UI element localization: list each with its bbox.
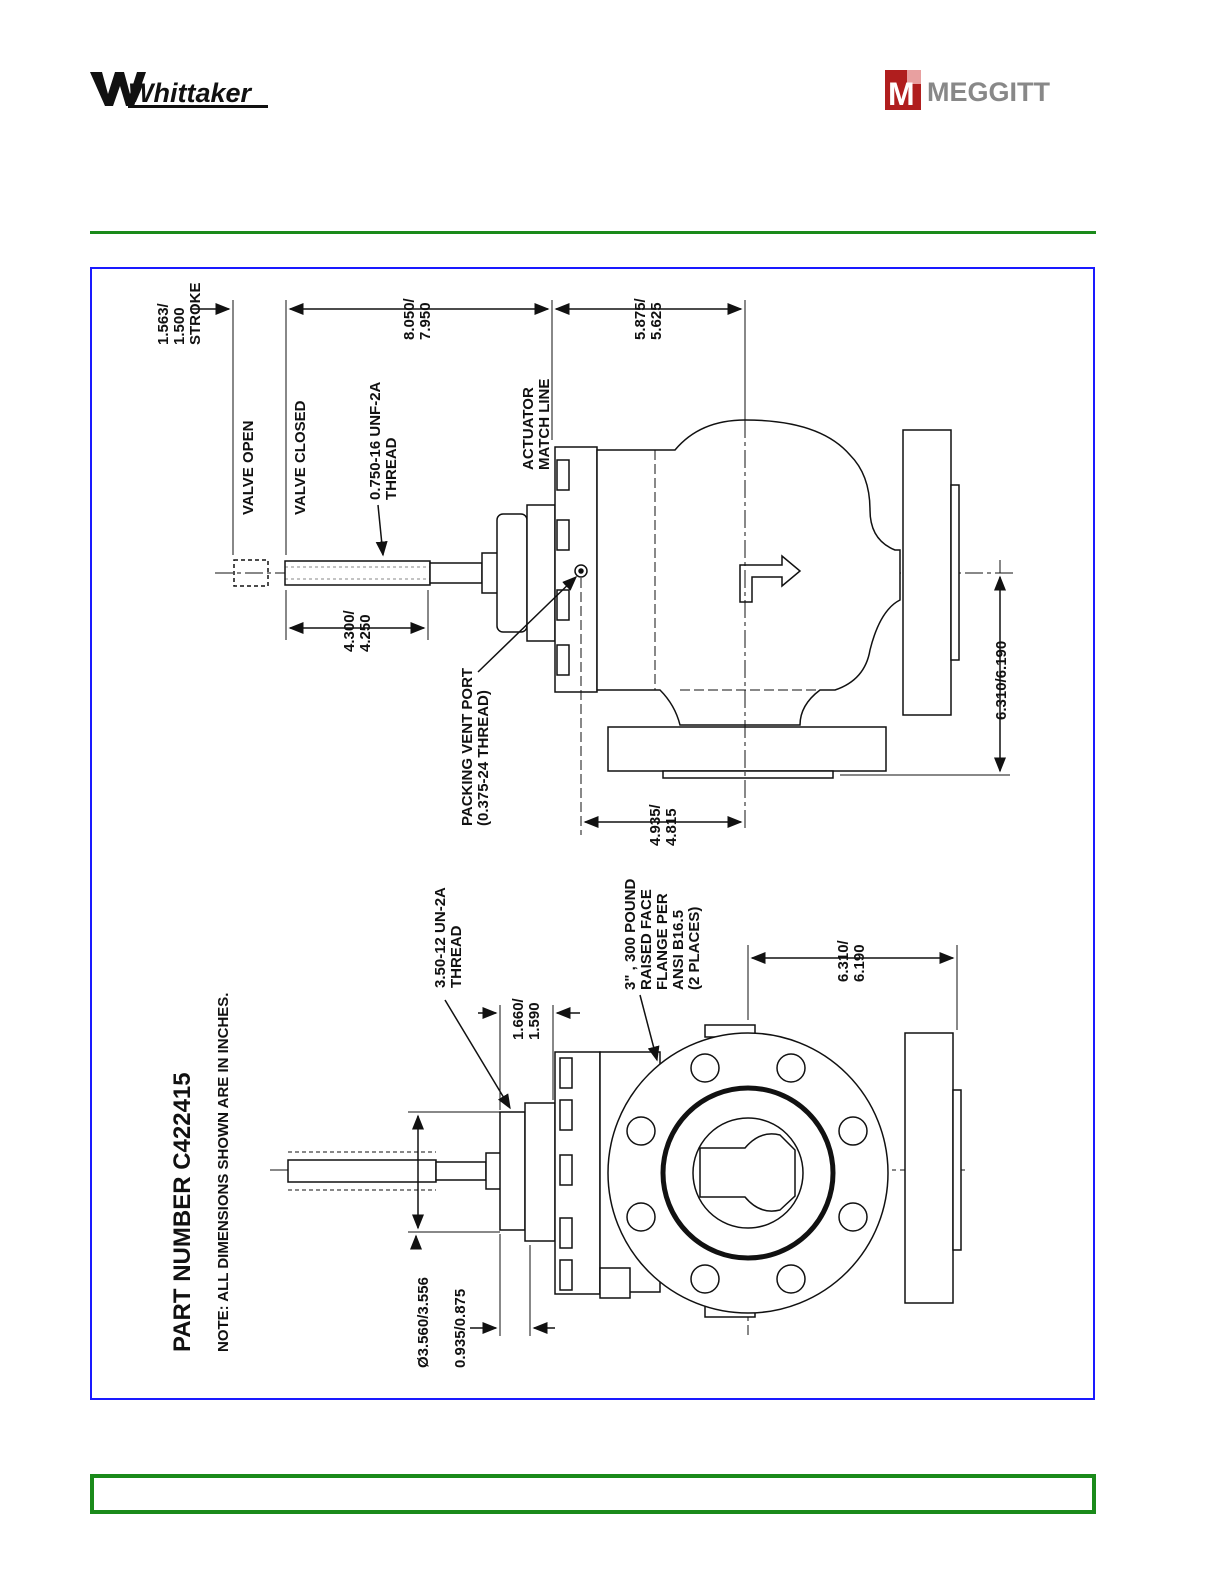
label-dim-6310-b2: 6.190 — [851, 944, 868, 982]
outlet-flange — [902, 429, 952, 716]
bolt-hole — [776, 1053, 806, 1083]
label-dim-4300-2: 4.250 — [357, 614, 374, 652]
label-un-thread-1: 3.50-12 UN-2A — [432, 887, 449, 988]
label-dim-0935: 0.935/0.875 — [452, 1289, 469, 1368]
flow-direction-arrow — [739, 554, 802, 603]
label-un-thread-2: THREAD — [448, 925, 465, 988]
bolt-hole — [626, 1202, 656, 1232]
meggitt-logo: M MEGGITT — [885, 70, 1050, 112]
label-dim-1660-2: 1.590 — [526, 1002, 543, 1040]
bolt-hole — [690, 1264, 720, 1294]
label-stem-thread-2: THREAD — [383, 437, 400, 500]
label-stem-thread-1: 0.750-16 UNF-2A — [367, 381, 384, 500]
label-flange-3: FLANGE PER — [654, 893, 671, 990]
footer-bar — [90, 1474, 1096, 1514]
label-stroke-3: STROKE — [187, 282, 204, 345]
whittaker-w-mark — [90, 72, 146, 106]
bolt-hole — [626, 1116, 656, 1146]
label-stroke-1: 1.563/ — [155, 302, 172, 345]
label-actuator-2: MATCH LINE — [536, 379, 553, 470]
label-flange-1: 3" , 300 POUND — [622, 879, 639, 990]
label-packing-1: PACKING VENT PORT — [459, 668, 476, 826]
bolt-hole — [690, 1053, 720, 1083]
label-dim-4935-2: 4.815 — [663, 808, 680, 846]
label-stroke-2: 1.500 — [171, 307, 188, 345]
packing-vent-port-mark — [574, 564, 588, 578]
end-view-bonnet-thread — [499, 1111, 526, 1231]
label-dia-3560: Ø3.560/3.556 — [415, 1277, 432, 1368]
label-dim-6310-b1: 6.310/ — [835, 939, 852, 982]
label-dim-4935-1: 4.935/ — [647, 803, 664, 846]
header-divider — [90, 231, 1096, 234]
end-view-outlet-flange — [904, 1032, 954, 1304]
bolt-hole — [776, 1264, 806, 1294]
label-actuator-1: ACTUATOR — [520, 387, 537, 470]
label-packing-2: (0.375-24 THREAD) — [475, 690, 492, 826]
bolt-hole — [838, 1116, 868, 1146]
part-number-title: PART NUMBER C422415 — [169, 1072, 196, 1352]
label-valve-closed: VALVE CLOSED — [292, 400, 309, 515]
meggitt-mark-letter: M — [888, 76, 915, 112]
valve-stem — [284, 560, 431, 586]
dimensions-note: NOTE: ALL DIMENSIONS SHOWN ARE IN INCHES… — [215, 993, 232, 1352]
meggitt-wordmark: MEGGITT — [927, 77, 1050, 107]
label-dim-4300-1: 4.300/ — [341, 609, 358, 652]
stem-open-position — [233, 559, 269, 587]
label-flange-4: ANSI B16.5 — [670, 910, 687, 990]
whittaker-logo: Whittaker — [90, 72, 268, 108]
label-dim-5875-1: 5.875/ — [632, 297, 649, 340]
whittaker-wordmark: Whittaker — [128, 78, 253, 108]
label-dim-1660-1: 1.660/ — [510, 997, 527, 1040]
bolt-hole — [838, 1202, 868, 1232]
bonnet-threaded-ring — [496, 513, 528, 633]
label-flange-2: RAISED FACE — [638, 889, 655, 990]
label-dim-8050-2: 7.950 — [417, 302, 434, 340]
inlet-flange — [607, 726, 887, 772]
label-dim-6310-a: 6.310/6.190 — [993, 641, 1010, 720]
drawing-frame — [90, 267, 1095, 1400]
label-dim-5875-2: 5.625 — [648, 302, 665, 340]
label-dim-8050-1: 8.050/ — [401, 297, 418, 340]
label-flange-5: (2 PLACES) — [686, 907, 703, 990]
label-valve-open: VALVE OPEN — [240, 421, 257, 515]
